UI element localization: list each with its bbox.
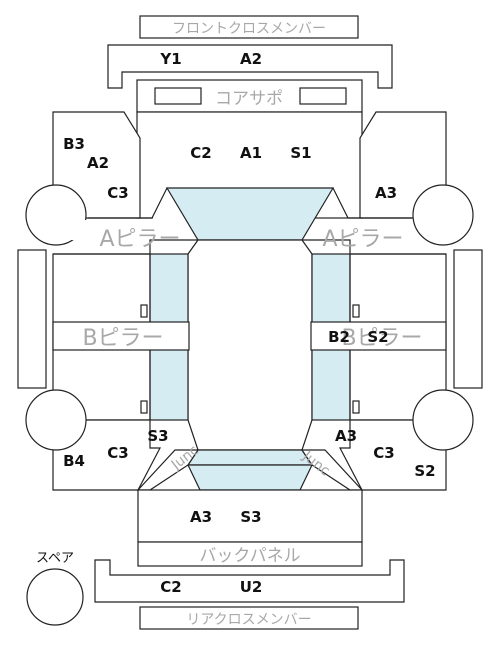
left-a-pillar-area — [53, 188, 198, 240]
grade-back-a3: A3 — [190, 508, 212, 526]
grade-rear-u2: U2 — [240, 578, 263, 596]
left-b-pillar-band[interactable] — [52, 321, 190, 351]
grade-right-front-a3: A3 — [375, 184, 397, 202]
front-bumper-part[interactable] — [107, 44, 393, 89]
grade-right-s2: S2 — [367, 328, 388, 346]
right-b-pillar-label: Bピラー — [341, 326, 422, 351]
back-panel-box[interactable] — [137, 541, 363, 567]
left-b-pillar-label: Bピラー — [82, 326, 163, 351]
core-support-label: コアサポ — [215, 89, 283, 109]
right-rear-wheel[interactable] — [412, 389, 474, 451]
grade-right-rear-a3: A3 — [335, 427, 357, 445]
rear-glass[interactable] — [187, 464, 313, 491]
grade-left-front-a2: A2 — [87, 154, 109, 172]
left-rear-door-handle — [140, 400, 148, 414]
left-rear-wheel[interactable] — [25, 389, 87, 451]
rear-bumper-part[interactable] — [94, 559, 405, 603]
right-front-door-handle — [352, 304, 360, 318]
grade-rear-c2: C2 — [160, 578, 181, 596]
left-side-sill[interactable] — [17, 249, 47, 389]
grade-core-c2: C2 — [190, 144, 211, 162]
rear-glass-top — [186, 449, 314, 466]
grade-left-front-b3: B3 — [63, 135, 85, 153]
grade-left-rear-s3: S3 — [147, 427, 168, 445]
grade-left-front-c3: C3 — [107, 184, 128, 202]
grade-back-s3: S3 — [240, 508, 261, 526]
grade-left-rear-b4: B4 — [63, 452, 85, 470]
right-b-pillar-band[interactable] — [310, 321, 447, 351]
back-panel-label: バックパネル — [199, 546, 300, 566]
spare-label: スペア — [36, 551, 74, 566]
grade-left-rear-c3: C3 — [107, 444, 128, 462]
core-support-left-slot — [154, 87, 202, 105]
right-front-wheel[interactable] — [412, 184, 474, 246]
grade-core-a1: A1 — [240, 144, 262, 162]
rear-cross-member-box — [139, 606, 359, 630]
core-support-right-slot — [299, 87, 347, 105]
grade-front-a2: A2 — [240, 50, 262, 68]
front-cross-member-label: フロントクロスメンバー — [172, 21, 326, 37]
spare-tire[interactable] — [26, 568, 84, 626]
grade-core-s1: S1 — [290, 144, 311, 162]
right-side-sill[interactable] — [453, 249, 483, 389]
grade-right-rear-c3: C3 — [373, 444, 394, 462]
grade-right-rear-s2: S2 — [414, 462, 435, 480]
front-cross-member-box — [139, 15, 359, 39]
left-front-door-handle — [140, 304, 148, 318]
left-a-pillar-label: Aピラー — [99, 227, 180, 252]
right-rear-door-handle — [352, 400, 360, 414]
grade-front-y1: Y1 — [159, 50, 181, 68]
cabin-roof[interactable] — [187, 239, 313, 451]
right-a-pillar-label: Aピラー — [322, 227, 403, 252]
grade-right-b2: B2 — [328, 328, 350, 346]
rear-cross-member-label: リアクロスメンバー — [186, 612, 311, 628]
